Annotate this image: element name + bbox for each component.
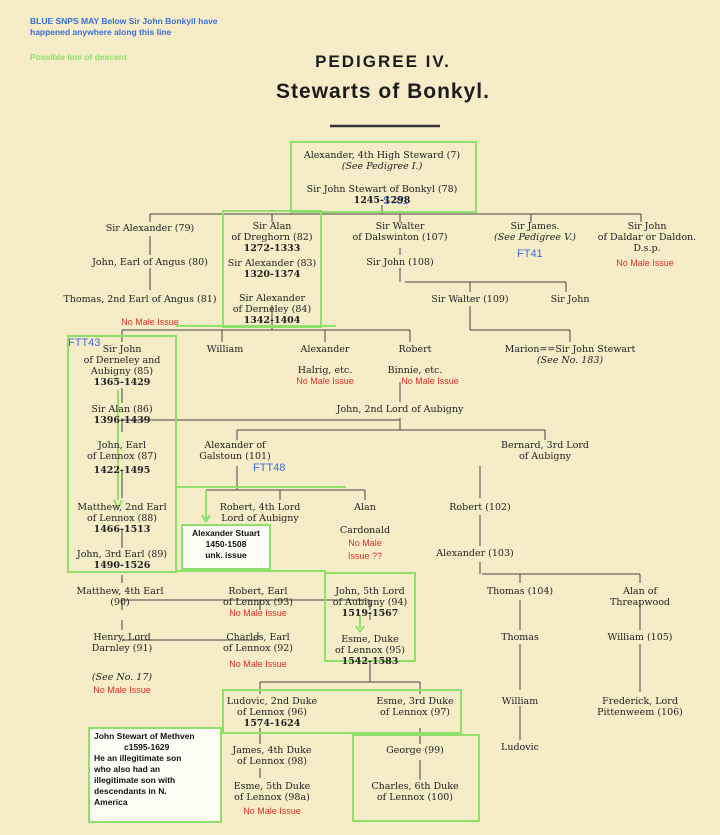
person-sir-john-right: Sir John (550, 294, 590, 305)
person-william-105: William (105) (607, 632, 673, 643)
person-sir-james: Sir James.(See Pedigree V.) (494, 221, 576, 243)
person-ludovic-right: Ludovic (501, 742, 539, 753)
methven-note-box: John Stewart of Methven c1595-1629 He an… (88, 727, 222, 823)
no-male-issue-robert-93: No Male Issue (229, 608, 287, 618)
highlight-box-aubigny-link (176, 570, 326, 574)
person-john-3rd-earl-89: John, 3rd Earl (89)1490-1526 (76, 549, 168, 571)
snp-tag-ftt48: FTT48 (253, 462, 286, 474)
person-thomas-angus: Thomas, 2nd Earl of Angus (81) (63, 294, 217, 305)
highlight-box-bonkyl (290, 141, 477, 213)
person-sir-alan-86: Sir Alan (86)1396-1439 (91, 404, 153, 426)
no-male-issue-henry: No Male Issue (93, 685, 151, 695)
person-alexander-4th-high-steward: Alexander, 4th High Steward (7)(See Pedi… (303, 150, 461, 172)
pedigree-title: PEDIGREE IV. (315, 52, 451, 71)
person-sir-john-108: Sir John (108) (366, 257, 434, 268)
highlight-box-aubigny (324, 572, 416, 662)
person-matthew-4th-earl-90: Matthew, 4th Earl(90) (76, 586, 164, 608)
person-john-earl-angus: John, Earl of Angus (80) (92, 257, 208, 268)
no-male-issue-halrig: No Male Issue (296, 376, 354, 386)
highlight-box-horizontal (176, 325, 336, 329)
person-alexander-103: Alexander (103) (436, 548, 514, 559)
person-robert-102: Robert (102) (449, 502, 511, 513)
person-sir-alexander-83: Sir Alexander (83)1320-1374 (227, 258, 317, 280)
person-william-right: William (501, 696, 539, 707)
person-sir-alexander-79: Sir Alexander (79) (105, 223, 195, 234)
family-title: Stewarts of Bonkyl. (276, 80, 490, 103)
no-male-issue-thomas: No Male Issue (121, 317, 179, 327)
person-sir-john-bonkyl: Sir John Stewart of Bonkyl (78)1245-1298 (306, 184, 458, 206)
blue-snps-note: BLUE SNPS MAY Below Sir John Bonkyll hav… (30, 16, 218, 37)
person-marion: Marion==Sir John Stewart(See No. 183) (504, 344, 636, 366)
highlight-box-dreghorn (222, 210, 322, 328)
person-thomas-104: Thomas (104) (486, 586, 554, 597)
snp-tag-ft41: FT41 (517, 248, 543, 260)
no-male-issue-binnie: No Male Issue (401, 376, 459, 386)
highlight-box-galstoun (176, 486, 346, 490)
snp-tag-ftt43: FTT43 (68, 337, 101, 349)
highlight-box-ludovic (222, 689, 462, 734)
no-male-issue-charles-92: No Male Issue (229, 659, 287, 669)
person-sir-walter-109: Sir Walter (109) (431, 294, 509, 305)
person-thomas-right: Thomas (501, 632, 539, 643)
no-male-issue-esme-98a: No Male Issue (243, 806, 301, 816)
see-no-17: (See No. 17) (91, 672, 153, 683)
person-george-99: George (99) (386, 745, 444, 756)
highlight-box-main-line (67, 335, 177, 573)
person-john-2nd-lord-aubigny: John, 2nd Lord of Aubigny (336, 404, 464, 415)
snp-tag-s781: S781 (383, 195, 409, 207)
highlight-box-george (352, 734, 480, 822)
person-william: William (206, 344, 244, 355)
possible-line-note: Possible line of descent (30, 52, 127, 62)
no-male-issue-daldar: No Male Issue (616, 258, 674, 268)
